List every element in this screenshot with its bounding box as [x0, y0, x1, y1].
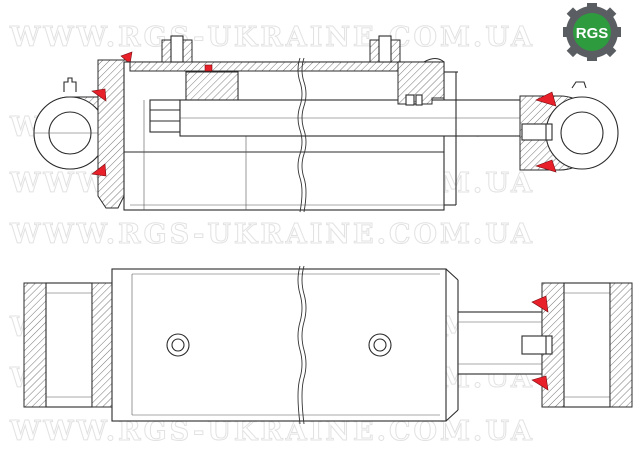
gear-icon	[563, 3, 621, 61]
front-eye	[519, 81, 619, 173]
rgs-logo: RGS	[563, 3, 621, 61]
piston	[149, 64, 239, 133]
sectional-side-view	[33, 35, 619, 213]
front-cap-top	[521, 282, 633, 408]
oil-port-rear	[161, 35, 193, 63]
rear-cap-top	[23, 282, 119, 408]
break-line-top	[297, 57, 307, 213]
watermark-row-1: WWW.RGS-UKRAINE.COM.UA	[9, 22, 535, 53]
piston-rod	[179, 99, 561, 137]
break-line-bottom	[297, 265, 307, 425]
top-view	[23, 265, 633, 425]
oil-port-front-top	[368, 333, 392, 357]
oil-port-rear-top	[166, 333, 190, 357]
front-gland	[397, 57, 458, 206]
oil-port-front	[369, 35, 401, 63]
rear-eye	[33, 77, 107, 170]
logo-text: RGS	[576, 25, 609, 42]
watermark-row-4: WWW.RGS-UKRAINE.COM.UA	[9, 219, 535, 250]
barrel-top	[111, 268, 459, 422]
